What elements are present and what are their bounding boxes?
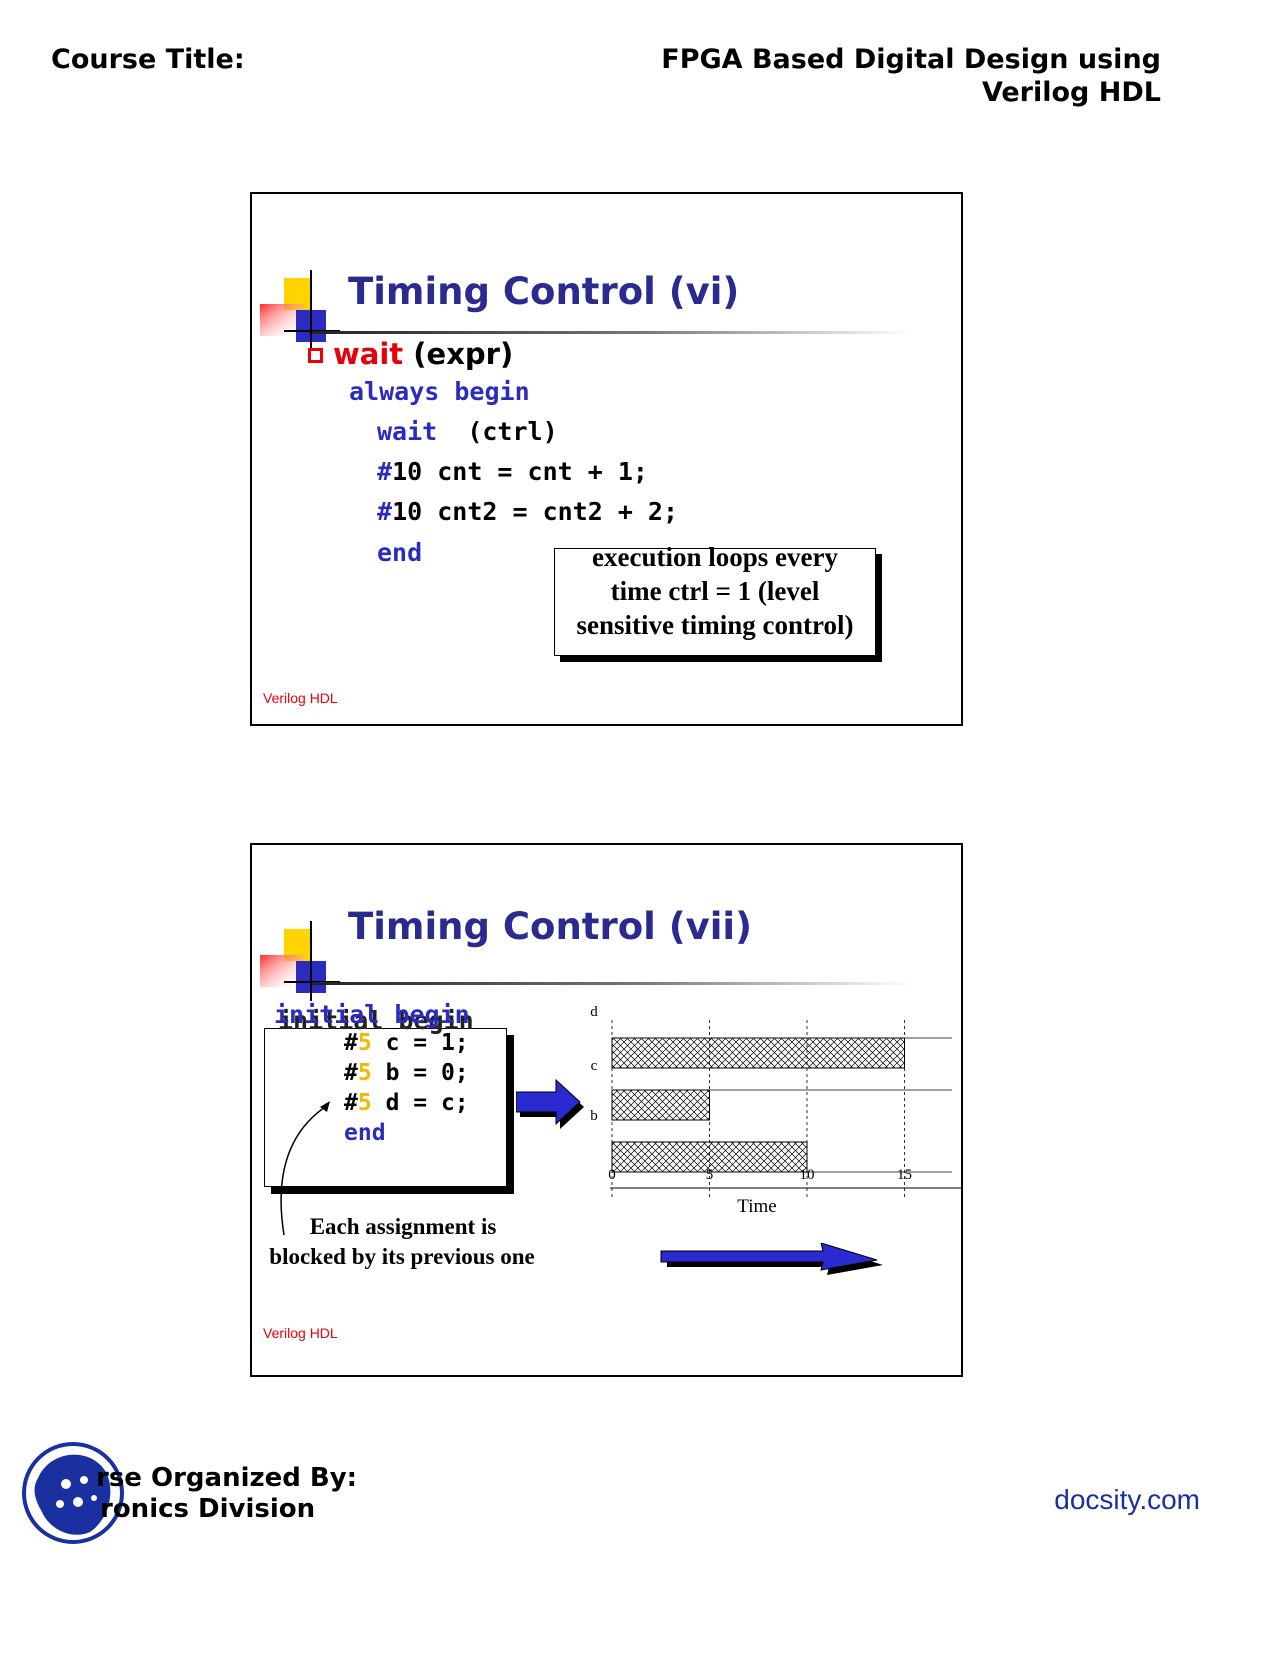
- slide-footer: Verilog HDL: [263, 690, 338, 706]
- bullet-keyword: wait: [333, 337, 404, 371]
- chart-x-axis-label: Time: [737, 1196, 776, 1217]
- organizer-label: rse Organized By: ronics Division: [96, 1463, 357, 1525]
- code-line-4: #10 cnt2 = cnt2 + 2;: [377, 497, 679, 526]
- slide-title: Timing Control (vii): [348, 905, 753, 948]
- course-name: FPGA Based Digital Design using Verilog …: [661, 43, 1161, 109]
- organizer-line-1: rse Organized By:: [96, 1463, 358, 1493]
- chart-tick-label: 5: [706, 1167, 714, 1183]
- code-line-2: wait (ctrl): [377, 417, 558, 446]
- square-bullet-icon: [308, 348, 323, 363]
- slide-title: Timing Control (vi): [348, 270, 740, 313]
- chart-tick-label: 0: [608, 1167, 616, 1183]
- code-line-c: #5 c = 1;: [344, 1030, 469, 1056]
- slide-timing-control-vi: Timing Control (vi) wait (expr) always b…: [250, 192, 963, 726]
- right-block-arrow-icon: [516, 1079, 584, 1129]
- slide-corner-logo-icon: [260, 270, 340, 350]
- title-rule: [312, 331, 912, 334]
- annotation-line-2: blocked by its previous one: [269, 1244, 535, 1269]
- code-line-d: #5 d = c;: [344, 1090, 469, 1116]
- callout-line-1: execution loops every: [592, 542, 838, 572]
- callout-box: execution loops every time ctrl = 1 (lev…: [554, 542, 876, 656]
- code-line-initial-shadow: initial begin: [278, 1006, 474, 1035]
- chart-category-label: d: [590, 1004, 598, 1020]
- chart-tick-label: 15: [897, 1167, 912, 1183]
- organizer-line-2: ronics Division: [100, 1494, 316, 1524]
- course-title-label: Course Title:: [51, 44, 245, 75]
- course-name-line2: Verilog HDL: [981, 77, 1161, 108]
- chart-bar-b: [611, 1141, 808, 1173]
- code-line-3: #10 cnt = cnt + 1;: [377, 457, 648, 486]
- chart-bar-c: [611, 1089, 710, 1121]
- code-line-1: always begin: [349, 377, 530, 406]
- chart-bar-d: [611, 1037, 905, 1069]
- course-name-line1: FPGA Based Digital Design using: [661, 44, 1161, 75]
- docsity-link[interactable]: docsity.com: [1054, 1484, 1200, 1515]
- time-direction-arrow-icon: [660, 1243, 883, 1275]
- chart-tick-label: 10: [800, 1167, 815, 1183]
- bullet-wait-expr: wait (expr): [308, 337, 513, 371]
- organizer-logo-icon: [22, 1442, 124, 1544]
- slide-footer: Verilog HDL: [263, 1325, 338, 1341]
- code-line-end: end: [344, 1120, 386, 1146]
- callout-line-3: sensitive timing control): [576, 610, 854, 640]
- code-line-initial: initial begin: [274, 1000, 470, 1029]
- code-line-5: end: [377, 538, 423, 567]
- chart-category-label: b: [590, 1108, 598, 1124]
- annotation-line-1: Each assignment is: [309, 1214, 497, 1239]
- slide-timing-control-vii: Timing Control (vii) initial begin initi…: [250, 843, 963, 1377]
- annotation-text: Each assignment is blocked by its previo…: [252, 1212, 552, 1272]
- chart-category-label: c: [591, 1058, 598, 1074]
- code-line-b: #5 b = 0;: [344, 1060, 469, 1086]
- bullet-text: (expr): [403, 337, 514, 371]
- slide-corner-logo-icon: [260, 921, 340, 1001]
- code-box: [264, 1028, 507, 1187]
- title-rule: [312, 982, 912, 985]
- callout-line-2: time ctrl = 1 (level: [610, 576, 820, 606]
- pointer-arrow-icon: [280, 1101, 330, 1235]
